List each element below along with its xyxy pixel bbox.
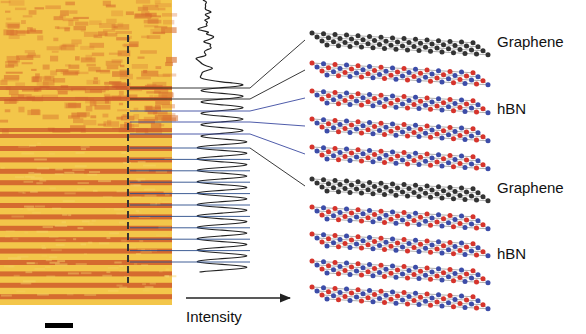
- axis-arrow: [186, 297, 290, 298]
- layer-label: Graphene: [497, 34, 564, 51]
- axis-label: Intensity: [186, 309, 242, 326]
- profile-line: [127, 35, 129, 283]
- layer-label: hBN: [497, 101, 526, 118]
- tem-image: [0, 0, 178, 328]
- intensity-profile: [130, 0, 305, 272]
- layer-label: hBN: [497, 246, 526, 263]
- atomic-layers: [310, 31, 491, 312]
- layer-label: Graphene: [497, 180, 564, 197]
- scale-bar: [45, 323, 73, 328]
